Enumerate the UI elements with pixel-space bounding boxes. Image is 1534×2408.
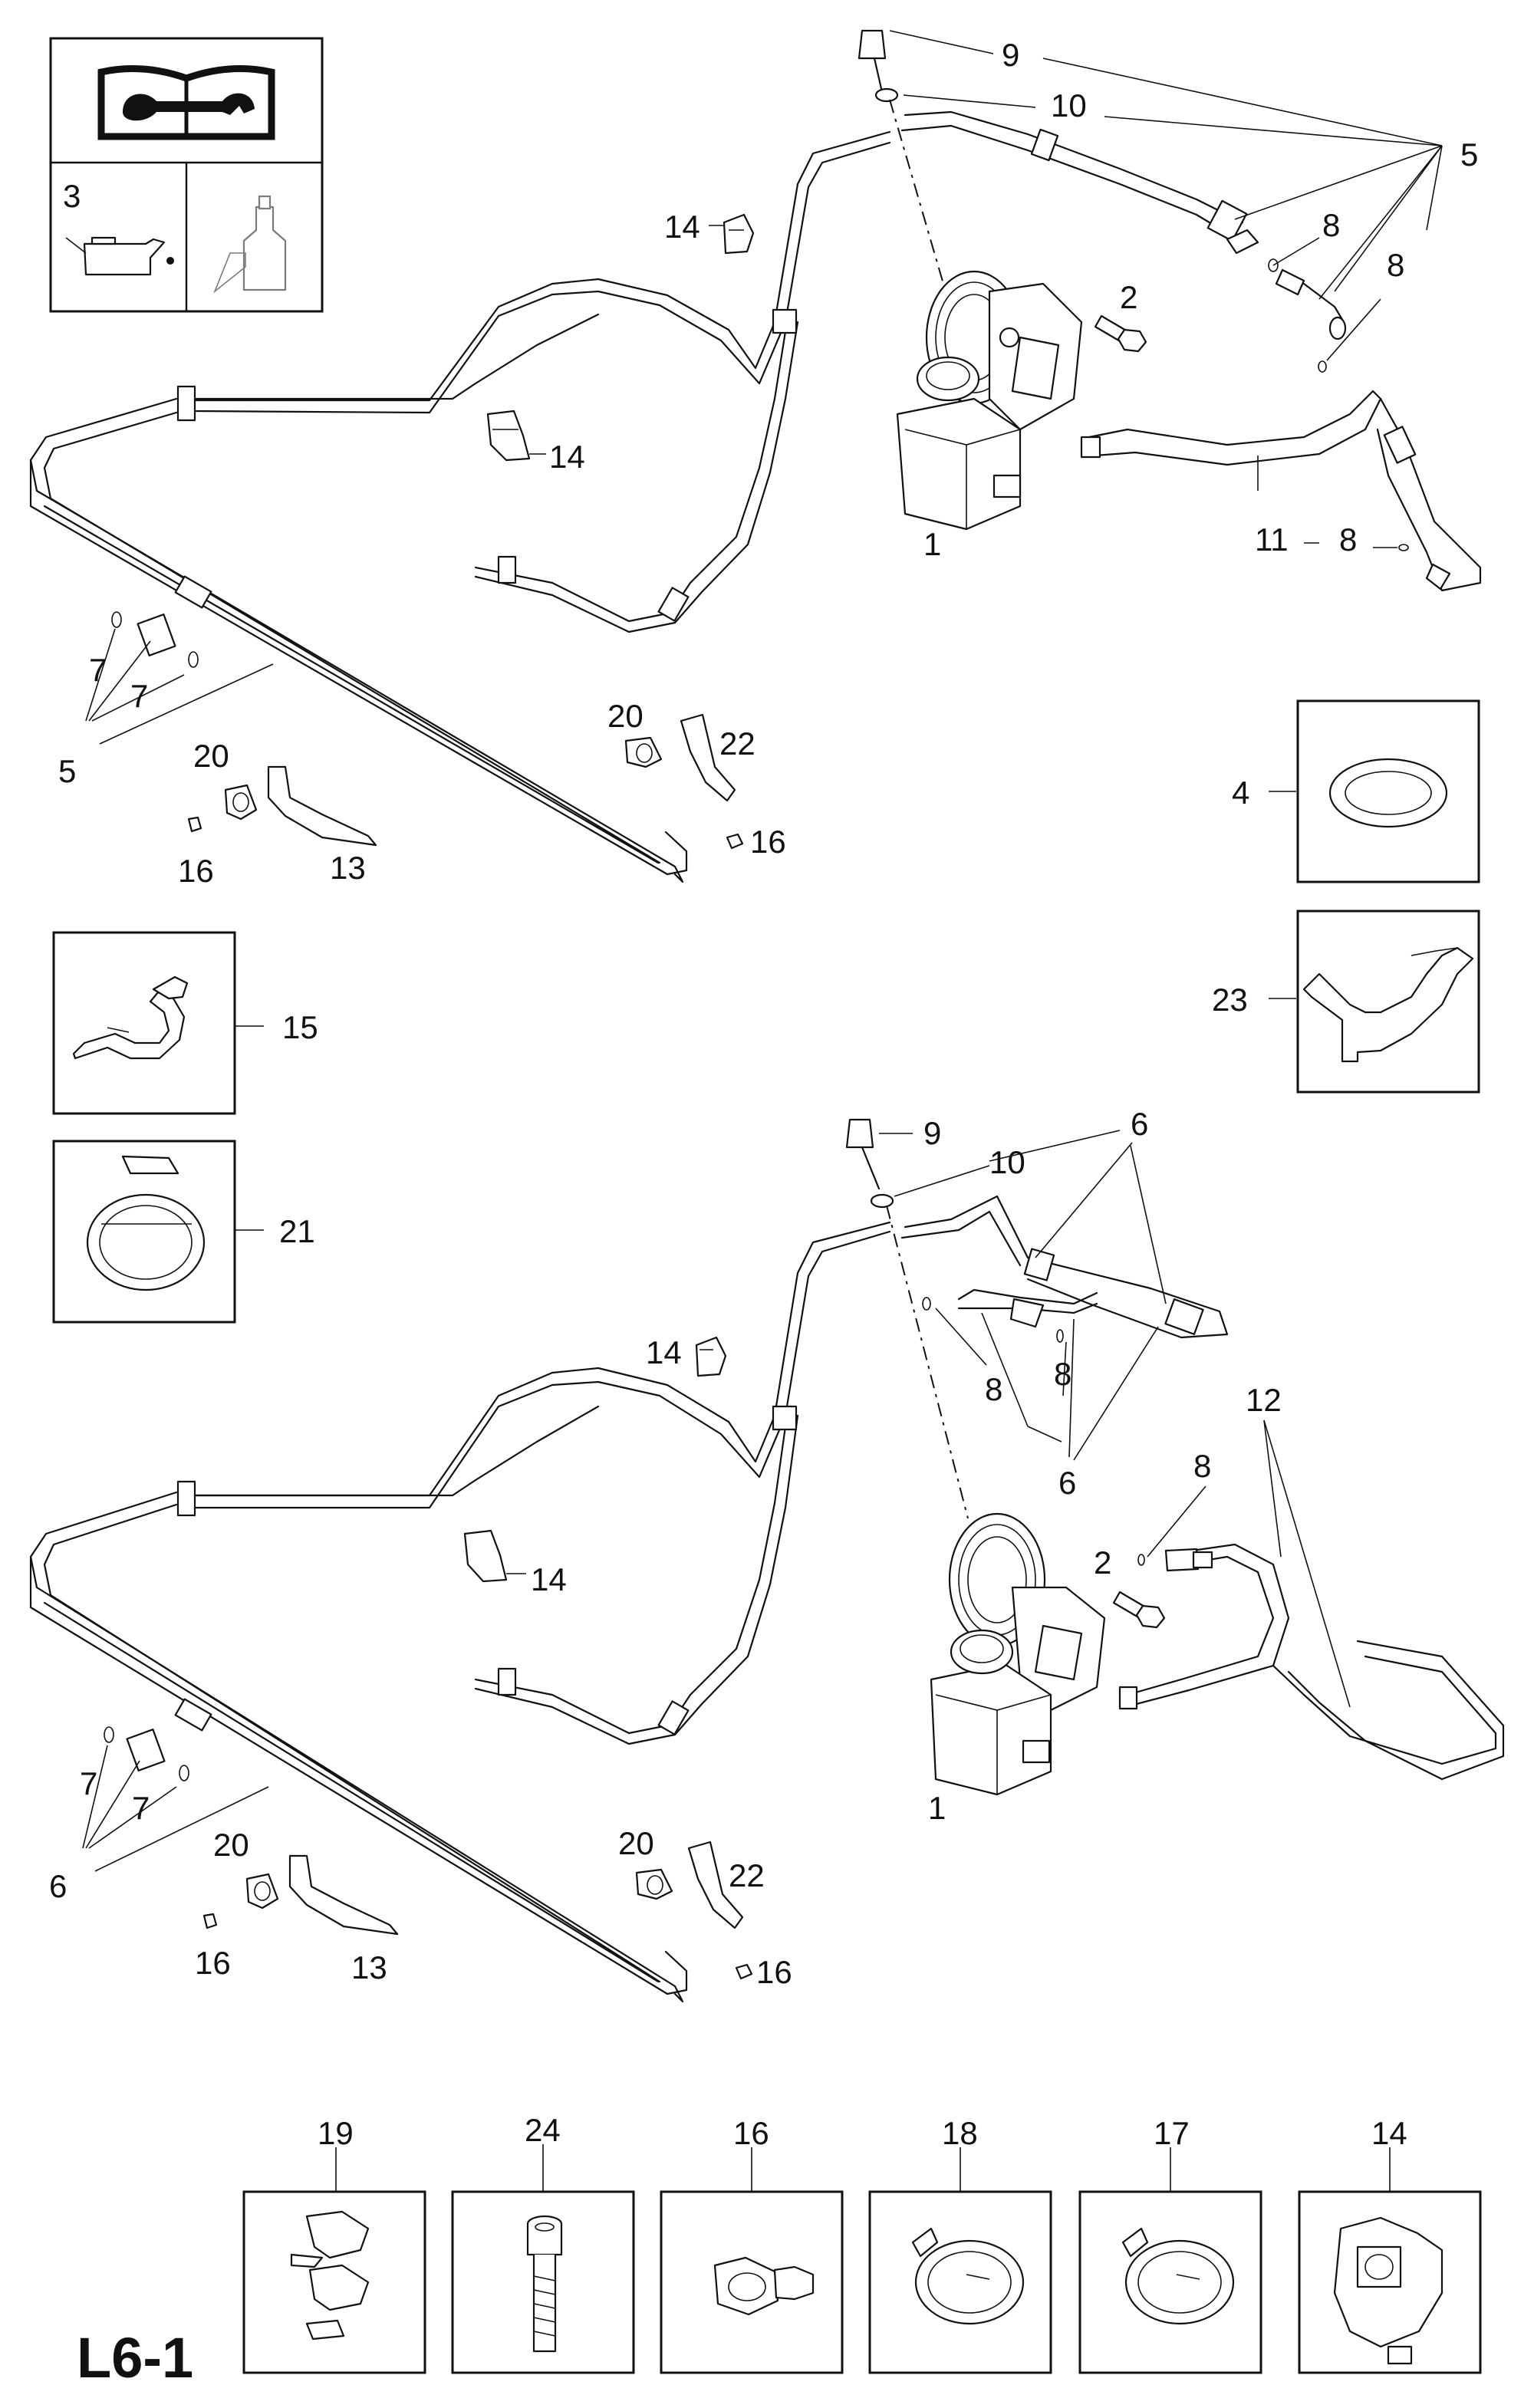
label-6b: 6 bbox=[1058, 1465, 1076, 1501]
lower-labels: 9 10 6 14 8 8 6 12 8 2 14 1 7 7 6 20 22 … bbox=[49, 1106, 1351, 1990]
label-24: 24 bbox=[525, 2112, 561, 2148]
upper-labels: 9 10 5 8 8 2 14 14 1 11 8 7 7 5 20 22 20… bbox=[58, 30, 1478, 889]
label-14: 14 bbox=[1371, 2115, 1407, 2151]
label-22: 22 bbox=[719, 725, 755, 762]
fittings-7-upper bbox=[111, 611, 199, 668]
clip-14-upper-a bbox=[723, 213, 755, 255]
label-20a: 20 bbox=[618, 1825, 654, 1861]
lower-assembly bbox=[29, 1118, 1505, 2003]
label-7b: 7 bbox=[130, 678, 148, 714]
strip-item-24: 24 bbox=[451, 2112, 635, 2374]
label-3: 3 bbox=[63, 178, 81, 214]
label-22: 22 bbox=[729, 1857, 765, 1893]
label-7b: 7 bbox=[132, 1790, 150, 1826]
service-info-box: 3 bbox=[49, 37, 324, 313]
label-2: 2 bbox=[1120, 279, 1137, 315]
label-8a: 8 bbox=[1054, 1356, 1071, 1392]
label-16b: 16 bbox=[178, 853, 214, 889]
bolt-2-lower bbox=[1112, 1591, 1166, 1629]
label-8c: 8 bbox=[1193, 1448, 1211, 1484]
label-16b: 16 bbox=[195, 1945, 231, 1981]
strip-item-17: 17 bbox=[1078, 2115, 1262, 2374]
label-5b: 5 bbox=[58, 753, 76, 789]
label-18: 18 bbox=[942, 2115, 978, 2151]
label-14b: 14 bbox=[531, 1561, 567, 1597]
label-9: 9 bbox=[1002, 37, 1019, 73]
upper-assembly bbox=[29, 29, 1482, 883]
lower-pipe-loop bbox=[29, 1118, 1229, 2003]
label-14b: 14 bbox=[549, 439, 585, 475]
label-1: 1 bbox=[923, 526, 941, 562]
label-13: 13 bbox=[330, 850, 366, 886]
strip-item-16: 16 bbox=[660, 2115, 844, 2374]
label-2: 2 bbox=[1094, 1544, 1111, 1581]
label-1: 1 bbox=[928, 1790, 946, 1826]
label-16: 16 bbox=[733, 2115, 769, 2151]
label-8b: 8 bbox=[1387, 247, 1404, 283]
label-10: 10 bbox=[989, 1144, 1025, 1180]
power-steering-pump bbox=[896, 270, 1083, 531]
label-4: 4 bbox=[1232, 775, 1249, 811]
detail-box-15: 15 bbox=[52, 931, 318, 1115]
fittings-7-lower bbox=[104, 1726, 189, 1781]
clip-14-upper-b bbox=[486, 410, 531, 462]
clip-14-lower-b bbox=[463, 1529, 508, 1583]
label-6a: 6 bbox=[1131, 1106, 1148, 1142]
hose-12 bbox=[1118, 1543, 1505, 1781]
strip-item-18: 18 bbox=[868, 2115, 1052, 2374]
power-steering-pump-lower bbox=[930, 1512, 1106, 1796]
label-23: 23 bbox=[1212, 982, 1248, 1018]
parts-strip: 19 24 16 18 bbox=[242, 2112, 1482, 2374]
label-10: 10 bbox=[1051, 87, 1087, 123]
label-6c: 6 bbox=[49, 1868, 67, 1904]
strip-item-14: 14 bbox=[1298, 2115, 1482, 2374]
label-8a: 8 bbox=[1322, 207, 1340, 243]
detail-box-4: 4 bbox=[1232, 699, 1480, 883]
label-17: 17 bbox=[1154, 2115, 1190, 2151]
detail-box-21: 21 bbox=[52, 1140, 315, 1324]
label-7a: 7 bbox=[89, 652, 107, 688]
label-20b: 20 bbox=[213, 1827, 249, 1863]
return-hose-11 bbox=[1080, 390, 1482, 592]
manual-book-icon bbox=[97, 65, 275, 140]
label-20a: 20 bbox=[607, 698, 644, 734]
upper-pipe-loop bbox=[29, 29, 1347, 883]
fluid-bottle-icon bbox=[213, 195, 287, 294]
label-20b: 20 bbox=[193, 738, 229, 774]
label-15: 15 bbox=[282, 1009, 318, 1045]
label-19: 19 bbox=[318, 2115, 354, 2151]
label-8b: 8 bbox=[985, 1371, 1002, 1407]
diagram-code: L6-1 bbox=[77, 2326, 193, 2390]
brackets-upper bbox=[187, 713, 744, 850]
label-16a: 16 bbox=[750, 824, 786, 860]
oil-can-icon bbox=[65, 236, 174, 276]
detail-box-23: 23 bbox=[1212, 910, 1480, 1094]
label-16a: 16 bbox=[756, 1954, 792, 1990]
label-12: 12 bbox=[1246, 1382, 1282, 1418]
label-14a: 14 bbox=[646, 1334, 682, 1370]
strip-item-19: 19 bbox=[242, 2115, 426, 2374]
label-9: 9 bbox=[923, 1115, 941, 1151]
clip-14-lower-a bbox=[695, 1336, 727, 1377]
label-5: 5 bbox=[1460, 137, 1478, 173]
label-14a: 14 bbox=[664, 209, 700, 245]
bolt-2 bbox=[1094, 314, 1147, 353]
label-21: 21 bbox=[279, 1213, 315, 1249]
label-13: 13 bbox=[351, 1949, 387, 1985]
label-8c: 8 bbox=[1339, 521, 1357, 558]
label-11: 11 bbox=[1255, 521, 1289, 558]
brackets-lower bbox=[202, 1841, 753, 1980]
label-7a: 7 bbox=[80, 1765, 97, 1801]
